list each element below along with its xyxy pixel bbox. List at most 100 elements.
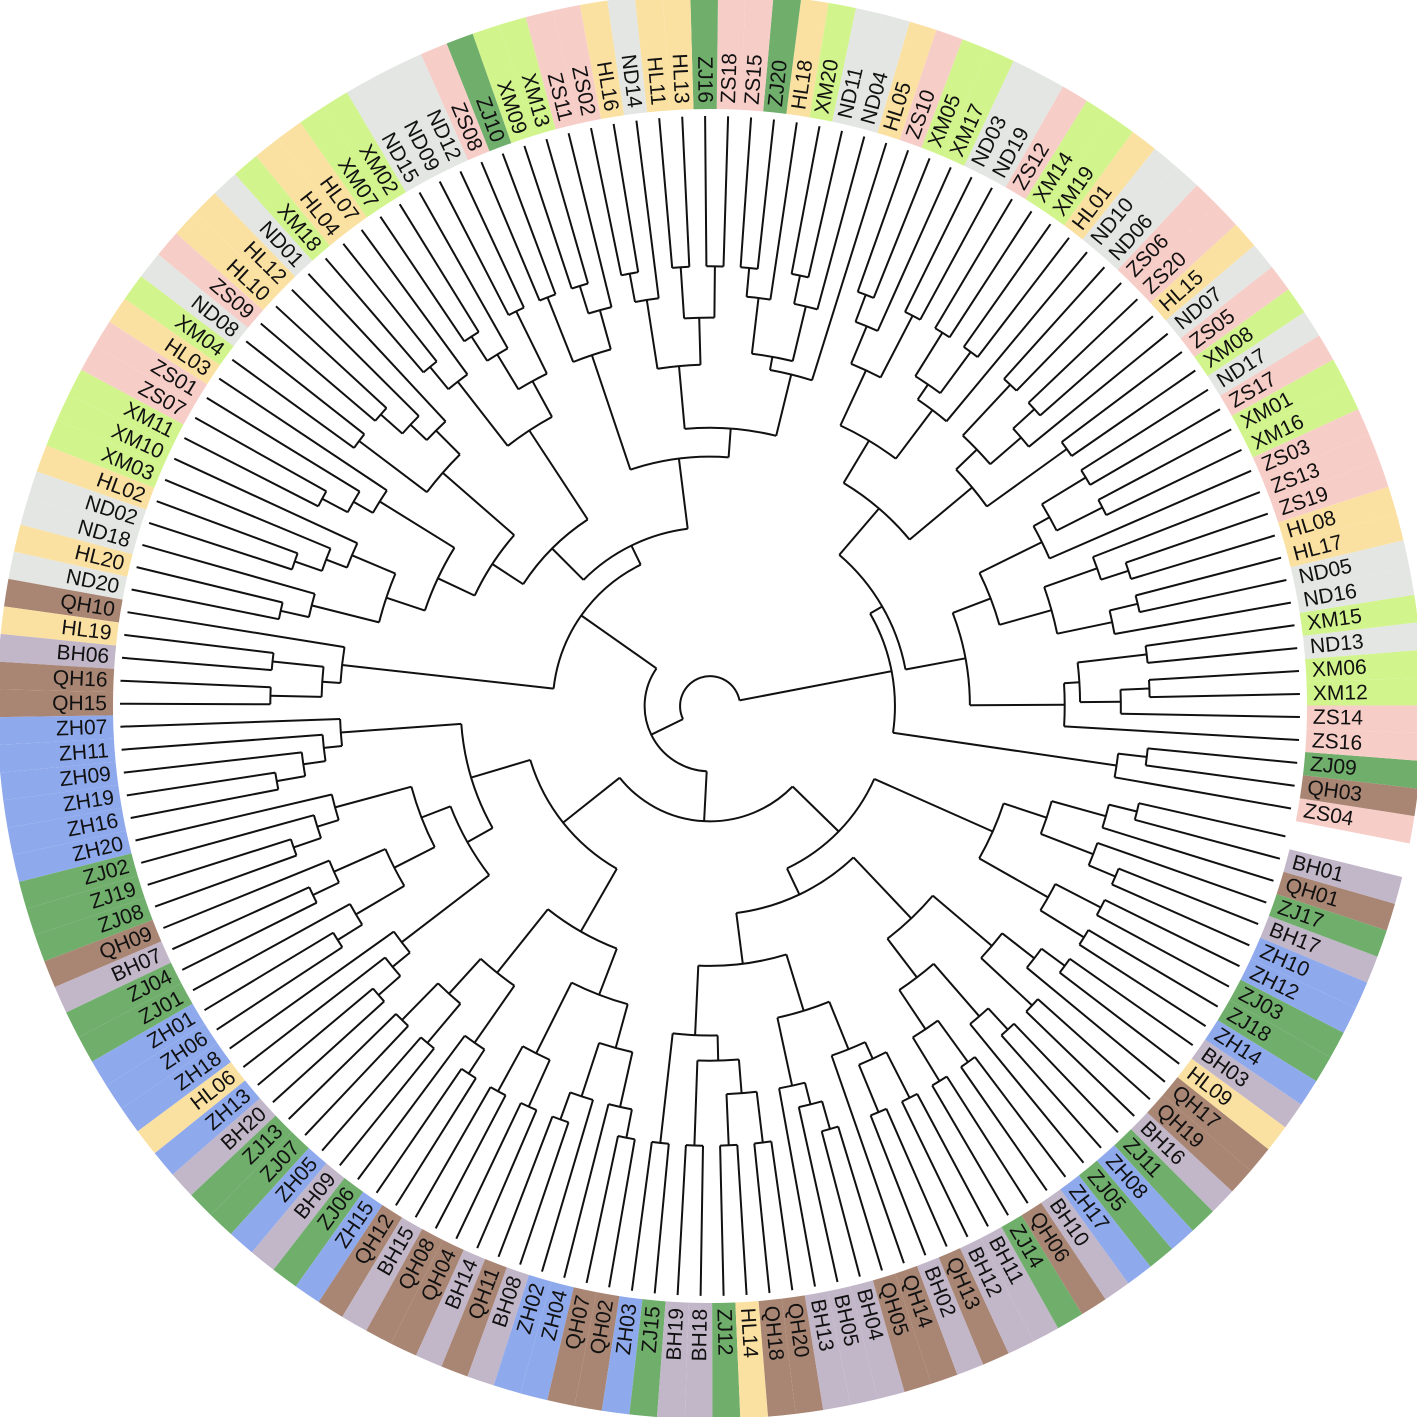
branch-line — [496, 353, 520, 390]
branch-line — [914, 332, 944, 377]
branch-arc — [1039, 800, 1053, 835]
group-band-zj16 — [690, 0, 718, 110]
branch-arc — [1039, 883, 1057, 911]
branch-line — [527, 1059, 551, 1108]
group-band-zh12 — [1240, 958, 1356, 1033]
branch-line — [351, 554, 396, 575]
branch-arc — [898, 963, 935, 991]
branch-line — [171, 886, 310, 951]
branch-line — [837, 1126, 883, 1271]
branch-line — [876, 166, 952, 332]
branch-line — [948, 210, 1033, 338]
branch-line — [140, 814, 315, 864]
branch-line — [980, 957, 1033, 1007]
branch-line — [698, 317, 702, 365]
tip-label-qh16: QH16 — [52, 666, 108, 691]
branch-line — [785, 954, 805, 1012]
branch-arc — [679, 675, 741, 720]
group-band-bh05 — [827, 1286, 878, 1406]
group-band-hl16 — [579, 0, 624, 120]
branch-line — [650, 718, 684, 736]
branch-line — [908, 486, 973, 541]
branch-line — [437, 577, 476, 597]
group-band-bh01 — [1283, 849, 1403, 904]
group-band-bh11 — [981, 1226, 1059, 1342]
group-band-hl07 — [277, 122, 367, 232]
branch-arc — [401, 415, 420, 435]
branch-arc — [672, 265, 690, 269]
branch-arc — [778, 1081, 806, 1090]
group-band-qh03 — [1299, 775, 1417, 817]
branch-line — [275, 305, 388, 409]
branch-line — [1063, 681, 1080, 685]
branch-line — [821, 1101, 831, 1130]
branch-line — [1056, 621, 1113, 635]
branch-line — [1138, 802, 1286, 838]
group-band-zh20 — [12, 830, 132, 883]
branch-line — [124, 633, 274, 654]
branch-line — [131, 588, 280, 621]
branch-line — [342, 243, 438, 363]
branch-arc — [447, 373, 468, 390]
branch-line — [442, 472, 515, 536]
branch-arc — [422, 360, 438, 374]
branch-line — [745, 267, 751, 297]
branch-line — [393, 846, 436, 869]
group-band-qh10 — [3, 578, 123, 623]
branch-line — [121, 733, 323, 751]
branch-line — [379, 500, 455, 549]
branch-line — [830, 1055, 905, 1264]
group-band-bh13 — [804, 1291, 851, 1410]
branch-line — [1012, 408, 1036, 430]
group-band-hl02 — [36, 445, 155, 510]
branch-line — [769, 356, 774, 371]
group-band-xm05 — [921, 39, 989, 157]
branch-line — [135, 793, 333, 842]
branch-line — [421, 805, 451, 819]
branch-arc — [931, 1075, 948, 1087]
branch-line — [545, 138, 589, 284]
group-band-bh14 — [415, 1249, 486, 1367]
branch-line — [1118, 867, 1259, 926]
branch-line — [869, 1115, 927, 1256]
branch-line — [703, 771, 708, 822]
branch-line — [541, 1099, 594, 1272]
group-band-nd01 — [214, 174, 313, 277]
branch-line — [1061, 351, 1183, 443]
branch-arc — [651, 1140, 669, 1145]
group-band-qh17 — [1162, 1077, 1269, 1171]
tip-label-zj20: ZJ20 — [764, 59, 792, 108]
group-band-zh17 — [1060, 1175, 1151, 1284]
branch-arc — [685, 1144, 704, 1147]
group-band-zj11 — [1114, 1129, 1213, 1231]
tip-label-zs14: ZS14 — [1313, 706, 1364, 730]
group-band-zh08 — [1096, 1145, 1193, 1250]
group-band-zj07 — [210, 1132, 309, 1235]
branch-arc — [850, 362, 882, 379]
group-band-nd15 — [346, 78, 427, 193]
branch-line — [380, 413, 404, 435]
branch-arc — [1032, 525, 1051, 559]
branch-arc — [858, 1051, 887, 1066]
group-band-zs16 — [1305, 728, 1417, 761]
group-band-xm17 — [942, 49, 1014, 166]
branch-arc — [698, 953, 787, 967]
group-band-qh08 — [366, 1229, 443, 1344]
branch-line — [229, 930, 395, 1050]
group-band-xm14 — [1025, 100, 1111, 212]
group-band-xm07 — [300, 106, 387, 218]
branch-line — [704, 115, 708, 267]
group-band-hl11 — [635, 0, 671, 113]
branch-line — [934, 198, 1013, 329]
tip-label-hl11: HL11 — [642, 56, 669, 106]
group-band-zh02 — [493, 1274, 552, 1394]
branch-arc — [529, 759, 618, 870]
branch-arc — [473, 534, 515, 597]
branch-line — [753, 1143, 771, 1294]
branch-line — [725, 1094, 730, 1146]
branch-arc — [963, 346, 979, 358]
branch-arc — [572, 348, 612, 363]
branch-line — [580, 1042, 601, 1097]
branch-line — [470, 336, 489, 362]
branch-arc — [740, 266, 758, 270]
